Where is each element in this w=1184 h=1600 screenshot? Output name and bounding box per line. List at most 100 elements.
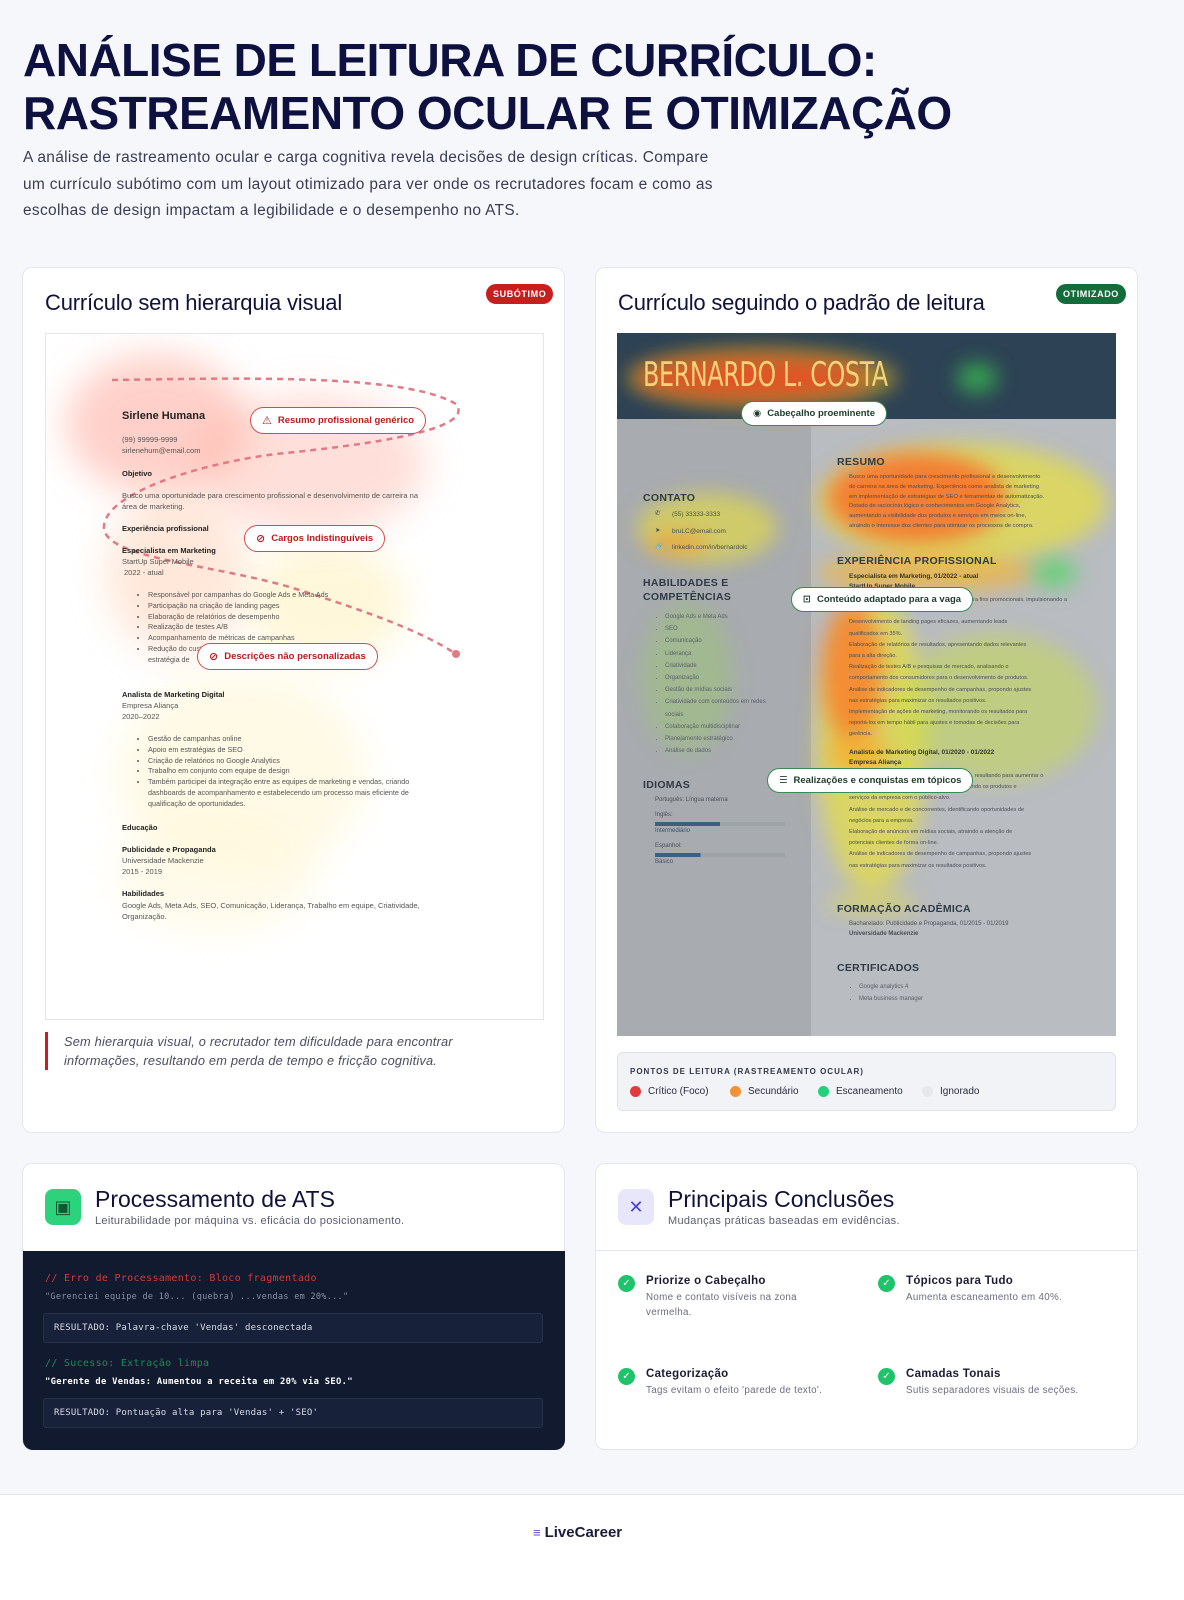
resume-email: bruLC@email.com	[672, 528, 726, 535]
list-item: SEO	[665, 623, 766, 635]
list-item: Apoio em estratégias de SEO	[148, 745, 409, 756]
list-item: Gestão de campanhas online	[148, 734, 409, 745]
list-item: Acompanhamento de métricas de campanhas	[148, 633, 373, 644]
resume-contact-heading: CONTATO	[643, 492, 696, 504]
list-item: nas estratégias para maximizar os result…	[849, 697, 987, 704]
intro-text: A análise de rastreamento ocular e carga…	[23, 149, 713, 219]
suboptimal-badge: SUBÓTIMO	[486, 284, 554, 304]
list-item: Elaboração de relatórios de resultados, …	[849, 641, 1027, 648]
summary-line: em implementação de estratégias de SEO e…	[849, 493, 1045, 500]
target-icon: ◉	[753, 408, 762, 419]
list-item: para a alta direção.	[849, 653, 897, 660]
resume-experience-heading: Experiência profissional	[122, 524, 209, 533]
resume-education-heading: Educação	[122, 823, 158, 832]
callout-prominent-header: ◉Cabeçalho proeminente	[741, 401, 887, 426]
error-result: RESULTADO: Palavra-chave 'Vendas' descon…	[43, 1313, 543, 1343]
resume-summary-heading: RESUMO	[837, 456, 885, 468]
ban-icon: ⊘	[209, 651, 219, 663]
resume-name: BERNARDO L. COSTA	[643, 355, 888, 395]
resume-language-level: Intermediário	[655, 828, 691, 834]
resume-job-title: Especialista em Marketing	[122, 546, 216, 555]
callout-label: Realizações e conquistas em tópicos	[793, 775, 962, 786]
resume-objective-text: Busco uma oportunidade para crescimento …	[122, 491, 418, 500]
conclusion-title: Camadas Tonais	[906, 1368, 1001, 1380]
ats-card-title: Processamento de ATS	[95, 1186, 335, 1212]
heatmap-legend: PONTOS DE LEITURA (RASTREAMENTO OCULAR) …	[617, 1052, 1116, 1111]
list-item: Criatividade com conteúdos em redes	[665, 696, 766, 708]
resume-objective-text: área de marketing.	[122, 502, 185, 511]
resume-skills-heading: COMPETÊNCIAS	[643, 591, 732, 603]
callout-tailored-content: ⊡Conteúdo adaptado para a vaga	[791, 587, 974, 612]
check-icon: ✓	[618, 1368, 635, 1385]
resume-skills-heading: Habilidades	[122, 889, 165, 898]
resume-language-es: Espanhol:	[655, 843, 682, 849]
resume-certificates-list: Google analytics 4 Meta business manager	[849, 981, 923, 1005]
list-item: estratégia de	[148, 654, 190, 664]
list-item: potenciais clientes de forma on-line.	[849, 840, 939, 847]
legend-title: PONTOS DE LEITURA (RASTREAMENTO OCULAR)	[630, 1067, 864, 1076]
resume-summary: Busco uma oportunidade para crescimento …	[849, 473, 1044, 532]
summary-line: Dotado de raciocínio lógico e conhecimen…	[849, 503, 1021, 510]
callout-achievements: ☰Realizações e conquistas em tópicos	[767, 768, 974, 793]
optimized-resume: BERNARDO L. COSTA CONTATO (55) 33333-333…	[617, 333, 1116, 1036]
legend-item-ignored: Ignorado	[922, 1086, 979, 1097]
success-comment: // Sucesso: Extração limpa	[45, 1358, 210, 1369]
conclusion-desc: Sutis separadores visuais de seções.	[906, 1385, 1079, 1396]
list-item: reportá-los em tempo hábil para ajustes …	[849, 720, 1020, 727]
list-item: Colaboração multidisciplinar	[665, 721, 766, 733]
list-item: qualificados em 35%.	[849, 630, 903, 637]
list-item: Criação de relatórios no Google Analytic…	[148, 756, 409, 767]
lang-bar-es	[655, 853, 785, 857]
resume-job-company: StartUp Super Mobile	[849, 582, 915, 592]
resume-language-level: Básico	[655, 859, 674, 865]
resume-education-heading: FORMAÇÃO ACADÊMICA	[837, 903, 971, 915]
list-item: Desenvolvimento de landing pages eficaze…	[849, 619, 1008, 626]
list-item: Criatividade	[665, 660, 766, 672]
list-item: Elaboração de anúncios em mídias sociais…	[849, 829, 1013, 836]
resume-education-school: Universidade Mackenzie	[122, 856, 204, 865]
conclusions-card	[595, 1163, 1138, 1450]
legend-item-secondary: Secundário	[730, 1086, 799, 1097]
list-item: Análise de dados	[665, 745, 766, 757]
suboptimal-resume: Sirlene Humana (99) 99999-9999 sirlenehu…	[45, 333, 544, 1020]
summary-line: aumentando a visibilidade dos produtos e…	[849, 513, 1027, 520]
error-text: "Gerenciei equipe de 10... (quebra) ...v…	[45, 1292, 349, 1302]
check-icon: ✓	[878, 1275, 895, 1292]
check-icon: ✓	[878, 1368, 895, 1385]
send-icon: ➤	[655, 527, 661, 534]
conclusion-title: Tópicos para Tudo	[906, 1275, 1014, 1287]
warning-icon: ⚠	[262, 415, 272, 427]
list-item: Implementação de ações de marketing, mon…	[849, 709, 1028, 716]
callout-indistinct-titles: ⊘Cargos Indistinguíveis	[244, 525, 386, 552]
conclusions-card-title: Principais Conclusões	[668, 1186, 895, 1212]
callout-label: Descrições não personalizadas	[224, 651, 366, 662]
callout-label: Conteúdo adaptado para a vaga	[816, 594, 962, 605]
conclusion-desc: Nome e contato visíveis na zona vermelha…	[646, 1292, 797, 1318]
resume-education-dates: 2015 - 2019	[122, 867, 163, 876]
resume-job-bullets: Gestão de campanhas online Apoio em estr…	[138, 734, 409, 810]
list-item: Análise de mercado e de concorrentes, id…	[849, 806, 1025, 813]
list-item: Análise de indicadores de desempenho de …	[849, 851, 1032, 858]
resume-skills-text: Organização.	[122, 912, 167, 921]
list-item: comportamento dos consumidores para o de…	[849, 675, 1029, 682]
list-item: sociais	[665, 711, 684, 718]
list-item: negócios para a empresa.	[849, 817, 914, 824]
legend-label: Ignorado	[940, 1086, 980, 1097]
chip-icon: ▣	[45, 1189, 81, 1225]
resume-skills-heading: HABILIDADES E	[643, 577, 729, 589]
resume-language-pt: Português: Língua materna	[655, 797, 728, 803]
list-item: Liderança	[665, 648, 766, 660]
resume-job-company: Empresa Aliança	[122, 701, 179, 710]
resume-job-title: Especialista em Marketing, 01/2022 - atu…	[849, 573, 979, 580]
list-item: Também participei da integração entre as…	[148, 777, 409, 788]
tools-icon: ✕	[618, 1189, 654, 1225]
resume-linkedin: linkedin.com/in/bernardolc	[672, 544, 748, 551]
resume-email: sirlenehum@email.com	[122, 446, 201, 455]
list-item: Google Ads e Meta Ads	[665, 611, 766, 623]
resume-job-title: Analista de Marketing Digital	[122, 690, 225, 699]
legend-label: Secundário	[748, 1086, 799, 1097]
list-item: Realização de testes A/B e pesquisas de …	[849, 664, 1009, 671]
success-text: "Gerente de Vendas: Aumentou a receita e…	[45, 1377, 353, 1387]
legend-label: Crítico (Foco)	[648, 1086, 709, 1097]
divider	[596, 1250, 1137, 1251]
